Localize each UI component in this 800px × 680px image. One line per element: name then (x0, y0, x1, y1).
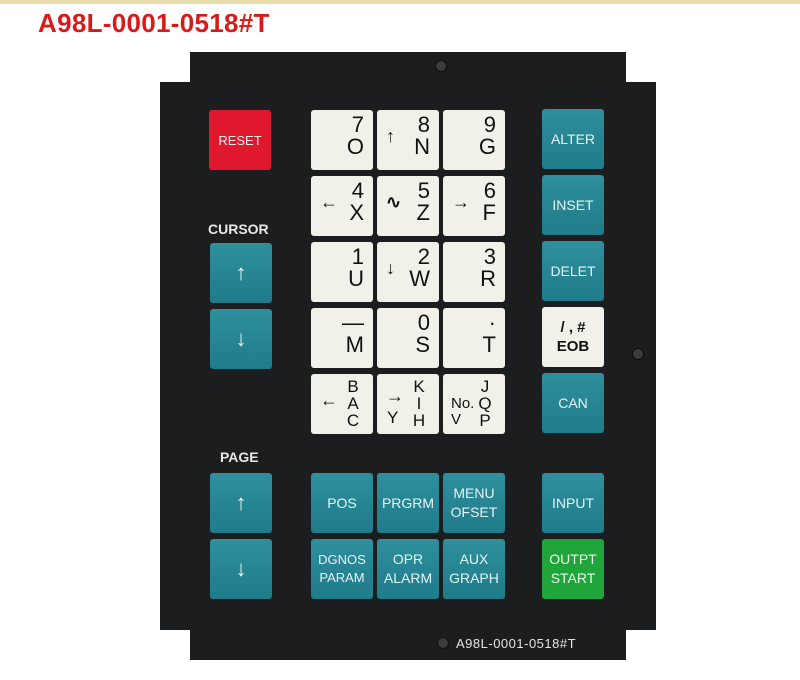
part-number-label: A98L-0001-0518#T (456, 636, 577, 651)
inset-button[interactable]: INSET (542, 175, 604, 235)
eob-button[interactable]: / , # EOB (542, 307, 604, 367)
cursor-up-button[interactable]: ↑ (210, 243, 272, 303)
mounting-hole (632, 348, 644, 360)
arrow-up-icon: ↑ (235, 490, 247, 516)
key-dot-t[interactable]: ·T (443, 308, 505, 368)
arrow-right-icon: → (452, 192, 470, 212)
delet-button[interactable]: DELET (542, 241, 604, 301)
arrow-up-icon: ↑ (235, 260, 247, 286)
page-up-button[interactable]: ↑ (210, 473, 272, 533)
arrow-left-icon: ← (320, 390, 338, 410)
prgrm-button[interactable]: PRGRM (377, 473, 439, 533)
key-minus-m[interactable]: —M (311, 308, 373, 368)
arrow-right-icon: → (386, 386, 404, 406)
arrow-up-icon: ↑ (386, 126, 395, 146)
arrow-down-icon: ↓ (235, 556, 247, 582)
cursor-label: CURSOR (208, 221, 269, 237)
mounting-hole (437, 637, 449, 649)
mounting-hole (435, 60, 447, 72)
dgnos-param-button[interactable]: DGNOS PARAM (311, 539, 373, 599)
arrow-down-icon: ↓ (386, 258, 395, 278)
output-start-button[interactable]: OUTPT START (542, 539, 604, 599)
alter-button[interactable]: ALTER (542, 109, 604, 169)
opr-alarm-button[interactable]: OPR ALARM (377, 539, 439, 599)
input-button[interactable]: INPUT (542, 473, 604, 533)
top-border-line (0, 0, 800, 4)
arrow-down-icon: ↓ (235, 326, 247, 352)
cursor-down-button[interactable]: ↓ (210, 309, 272, 369)
pos-button[interactable]: POS (311, 473, 373, 533)
page-down-button[interactable]: ↓ (210, 539, 272, 599)
page-label: PAGE (220, 449, 259, 465)
arrow-left-icon: ← (320, 192, 338, 212)
page-title: A98L-0001-0518#T (38, 8, 270, 38)
wave-icon: ∿ (386, 192, 402, 212)
reset-button[interactable]: RESET (209, 110, 271, 170)
aux-graph-button[interactable]: AUX GRAPH (443, 539, 505, 599)
can-button[interactable]: CAN (542, 373, 604, 433)
menu-ofset-button[interactable]: MENU OFSET (443, 473, 505, 533)
